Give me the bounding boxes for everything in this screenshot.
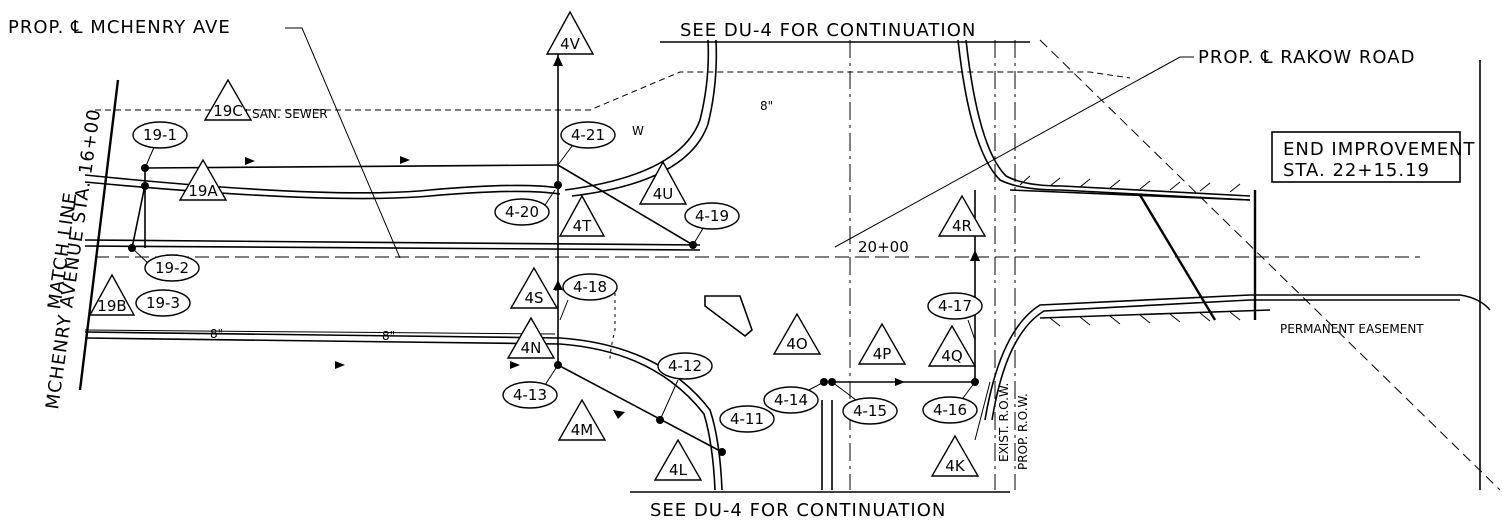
rakow-south-edge-2	[991, 299, 1460, 421]
see-du4-bottom: SEE DU-4 FOR CONTINUATION	[650, 500, 946, 521]
svg-text:4U: 4U	[653, 185, 674, 203]
svg-text:19-1: 19-1	[143, 126, 177, 144]
pipe-size-label-3: 8"	[760, 99, 773, 113]
easement-hatch-north	[1009, 175, 1251, 201]
svg-text:4-21: 4-21	[571, 126, 605, 144]
svg-text:4T: 4T	[573, 217, 593, 235]
structure-label-4-11: 4-11	[719, 405, 775, 433]
structure-label-4-21: 4-21	[557, 121, 616, 166]
mchenry-south-edge	[84, 331, 723, 491]
segment-label-19B: 19B	[88, 273, 136, 316]
structure-label-19-3: 19-3	[135, 289, 191, 317]
segment-label-19C: 19C	[203, 78, 253, 121]
flow-arrows	[245, 55, 980, 419]
segment-label-19A: 19A	[178, 158, 228, 201]
structure-label-4-19: 4-19	[684, 202, 740, 246]
permanent-easement-label: PERMANENT EASEMENT	[1280, 322, 1424, 336]
svg-text:4K: 4K	[945, 457, 966, 475]
segment-label-4Q: 4Q	[927, 324, 977, 367]
pipe-size-label: 8"	[210, 327, 223, 341]
pipe-size-label-2: 8"	[382, 329, 395, 343]
diagonal-hatch-line	[1138, 194, 1217, 321]
svg-text:19A: 19A	[188, 182, 218, 200]
structure-label-19-2: 19-2	[131, 247, 200, 282]
svg-text:19B: 19B	[97, 297, 126, 315]
end-improvement-title: END IMPROVEMENT	[1283, 139, 1476, 160]
segment-label-4R: 4R	[937, 194, 987, 237]
segment-label-4K: 4K	[930, 381, 991, 477]
svg-text:4-11: 4-11	[730, 410, 764, 428]
easement-hatch-south	[1039, 309, 1271, 327]
station-label: 20+00	[858, 238, 909, 256]
svg-text:4V: 4V	[560, 35, 581, 53]
structure-label-4-16: 4-16	[922, 381, 978, 424]
structure-label-4-18: 4-18	[559, 273, 618, 321]
mchenry-median-line	[84, 239, 701, 246]
svg-text:4O: 4O	[786, 335, 807, 353]
sanitary-sewer-line	[95, 71, 1131, 111]
svg-text:4-13: 4-13	[513, 386, 547, 404]
svg-text:4-17: 4-17	[938, 297, 972, 315]
rakow-centerline-leader	[834, 56, 1194, 248]
svg-text:19-3: 19-3	[146, 294, 180, 312]
svg-text:4-20: 4-20	[505, 203, 539, 221]
mchenry-median-line-2	[84, 245, 701, 251]
segment-label-4P: 4P	[857, 322, 907, 365]
median-island	[704, 295, 753, 338]
svg-text:4L: 4L	[669, 461, 688, 479]
end-improvement-box	[1271, 131, 1461, 183]
see-du4-top: SEE DU-4 FOR CONTINUATION	[680, 20, 976, 41]
structure-label-4-15: 4-15	[831, 381, 898, 425]
segment-label-4L: 4L	[653, 438, 703, 481]
water-main-dashed	[555, 289, 616, 361]
water-main-line	[84, 329, 556, 335]
svg-text:4-14: 4-14	[774, 391, 808, 409]
water-label: W	[632, 124, 644, 138]
diagonal-guide	[1039, 39, 1501, 491]
svg-text:4M: 4M	[571, 421, 594, 439]
svg-text:19C: 19C	[213, 102, 243, 120]
segment-label-4N: 4N	[506, 316, 556, 359]
structure-label-4-20: 4-20	[494, 189, 556, 226]
svg-text:4-12: 4-12	[668, 357, 702, 375]
rakow-north-edge-2	[965, 39, 1251, 197]
structure-label-4-14: 4-14	[763, 381, 825, 414]
north-curb-return-2	[571, 39, 718, 197]
segment-label-4U: 4U	[638, 160, 688, 205]
segment-label-4V: 4V	[545, 10, 595, 55]
north-curb-return	[564, 39, 710, 191]
mchenry-north-edge	[84, 174, 561, 194]
mchenry-south-edge-2	[84, 337, 716, 491]
svg-text:4P: 4P	[873, 345, 892, 363]
segment-label-4S: 4S	[509, 266, 559, 309]
svg-text:19-2: 19-2	[155, 259, 189, 277]
svg-text:4-16: 4-16	[933, 401, 967, 419]
svg-text:4N: 4N	[521, 339, 542, 357]
segment-label-4M: 4M	[557, 398, 607, 441]
end-improvement-station: STA. 22+15.19	[1283, 160, 1430, 181]
mchenry-centerline-leader	[285, 27, 401, 259]
prop-row-label: PROP. R.O.W.	[1016, 393, 1030, 470]
svg-text:4-19: 4-19	[695, 207, 729, 225]
mchenry-north-edge-2	[84, 181, 561, 200]
drive-culvert	[821, 400, 833, 490]
svg-text:4-15: 4-15	[853, 402, 887, 420]
structure-label-4-17: 4-17	[927, 292, 983, 341]
segment-label-4O: 4O	[772, 312, 822, 355]
svg-text:4S: 4S	[524, 289, 543, 307]
structure-label-19-1: 19-1	[132, 121, 188, 169]
rakow-centerline-label: PROP. ℄ RAKOW ROAD	[1198, 47, 1415, 68]
mchenry-centerline-label: PROP. ℄ MCHENRY AVE	[8, 17, 231, 38]
san-sewer-label: 8" SAN. SEWER	[235, 107, 328, 121]
rakow-south-edge	[984, 294, 1491, 421]
structure-label-4-12: 4-12	[657, 352, 713, 421]
svg-text:4-18: 4-18	[573, 278, 607, 296]
svg-text:4Q: 4Q	[941, 347, 962, 365]
segment-label-4T: 4T	[558, 194, 606, 237]
exist-row-label: EXIST. R.O.W.	[997, 383, 1011, 462]
svg-text:4R: 4R	[952, 217, 972, 235]
structure-label-4-13: 4-13	[502, 364, 559, 409]
